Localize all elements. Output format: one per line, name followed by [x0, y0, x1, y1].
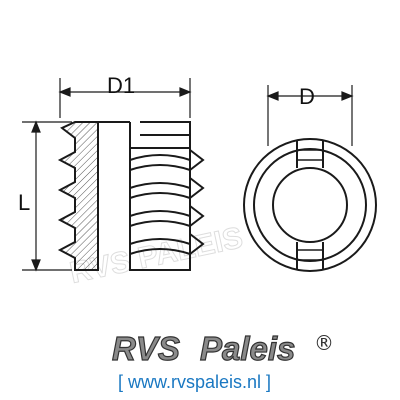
- logo-paleis-text: Paleis: [200, 330, 295, 367]
- d1-arrow-right: [179, 87, 192, 97]
- website-url[interactable]: [ www.rvspaleis.nl ]: [118, 372, 271, 392]
- slot-top-lines: [297, 149, 323, 161]
- l-label: L: [18, 190, 30, 215]
- section-hatch: [57, 121, 99, 271]
- brand-logo: RVS Paleis ®: [111, 329, 334, 367]
- l-arrow-bottom: [31, 259, 41, 272]
- d1-arrow-left: [58, 87, 71, 97]
- body-outline: [129, 148, 191, 271]
- thread-teeth-right: [189, 149, 205, 255]
- thread-lines: [129, 154, 191, 255]
- outer-circle: [243, 138, 377, 272]
- logo-rvs-text: RVS: [112, 330, 180, 367]
- slot-bottom-lines: [297, 249, 323, 261]
- thread-circle: [253, 148, 367, 262]
- side-view: [57, 121, 205, 271]
- d1-label: D1: [107, 73, 135, 98]
- d-label: D: [299, 84, 315, 109]
- end-view: [243, 138, 377, 272]
- dimension-d1: [58, 78, 192, 118]
- slot-top-view: [296, 141, 324, 168]
- slot-bottom-view: [296, 242, 324, 269]
- d-arrow-right: [341, 91, 354, 101]
- d-arrow-left: [266, 91, 279, 101]
- registered-mark: ®: [314, 331, 334, 355]
- l-arrow-top: [31, 120, 41, 133]
- dimension-l: [22, 120, 72, 272]
- dimension-d: [266, 85, 354, 146]
- bore-circle: [272, 167, 348, 243]
